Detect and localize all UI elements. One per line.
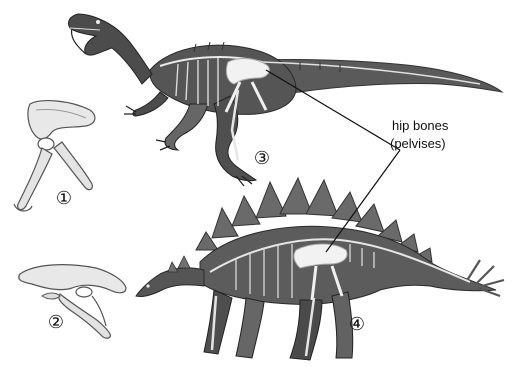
marker-4: ④ [349, 314, 365, 335]
marker-3: ③ [254, 148, 270, 169]
annotation-pelvises: (pelvises) [390, 136, 446, 151]
annotation-hip-bones: hip bones [392, 118, 449, 133]
stegosaurus-dinosaur-icon [136, 178, 504, 360]
pelvis-2-icon [19, 265, 126, 339]
pelvis-1-icon [14, 101, 95, 211]
theropod-dinosaur-icon [68, 14, 502, 186]
marker-1: ① [56, 188, 72, 209]
marker-2: ② [48, 312, 64, 333]
